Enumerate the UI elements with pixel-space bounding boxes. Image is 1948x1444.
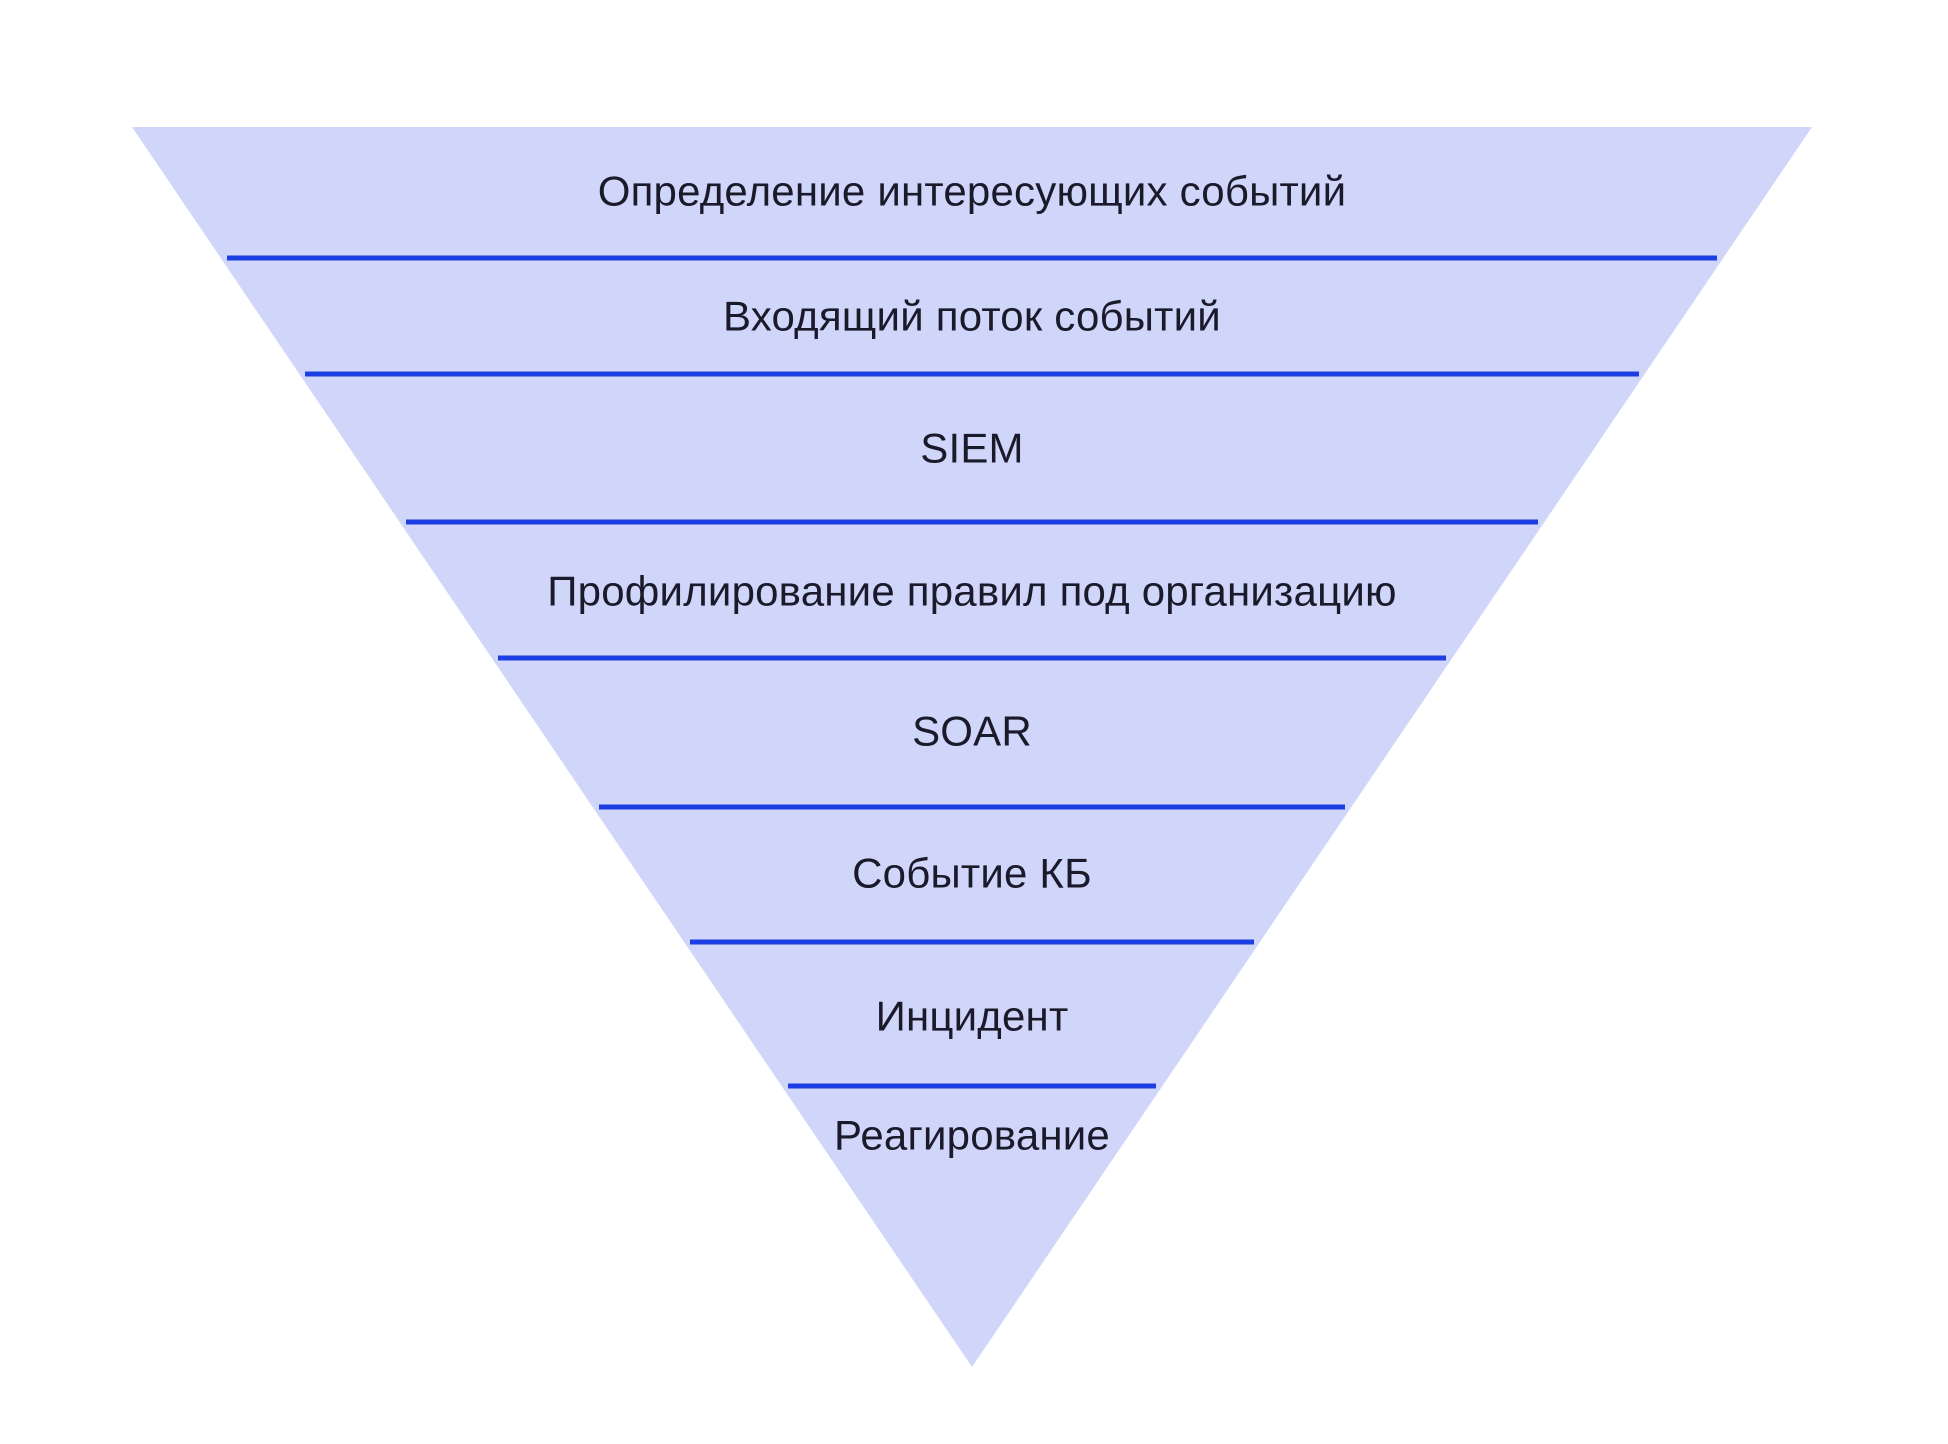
funnel-level-label: SOAR	[912, 708, 1032, 755]
funnel-level-label: Событие КБ	[852, 850, 1092, 897]
funnel-level-label: Определение интересующих событий	[598, 168, 1347, 215]
funnel-level-label: SIEM	[920, 425, 1023, 472]
funnel-level-label: Профилирование правил под организацию	[547, 568, 1396, 615]
funnel-level-label: Реагирование	[834, 1112, 1110, 1159]
funnel-level-label: Инцидент	[876, 993, 1069, 1040]
funnel-shape	[132, 127, 1812, 1367]
funnel-level-label: Входящий поток событий	[723, 293, 1221, 340]
